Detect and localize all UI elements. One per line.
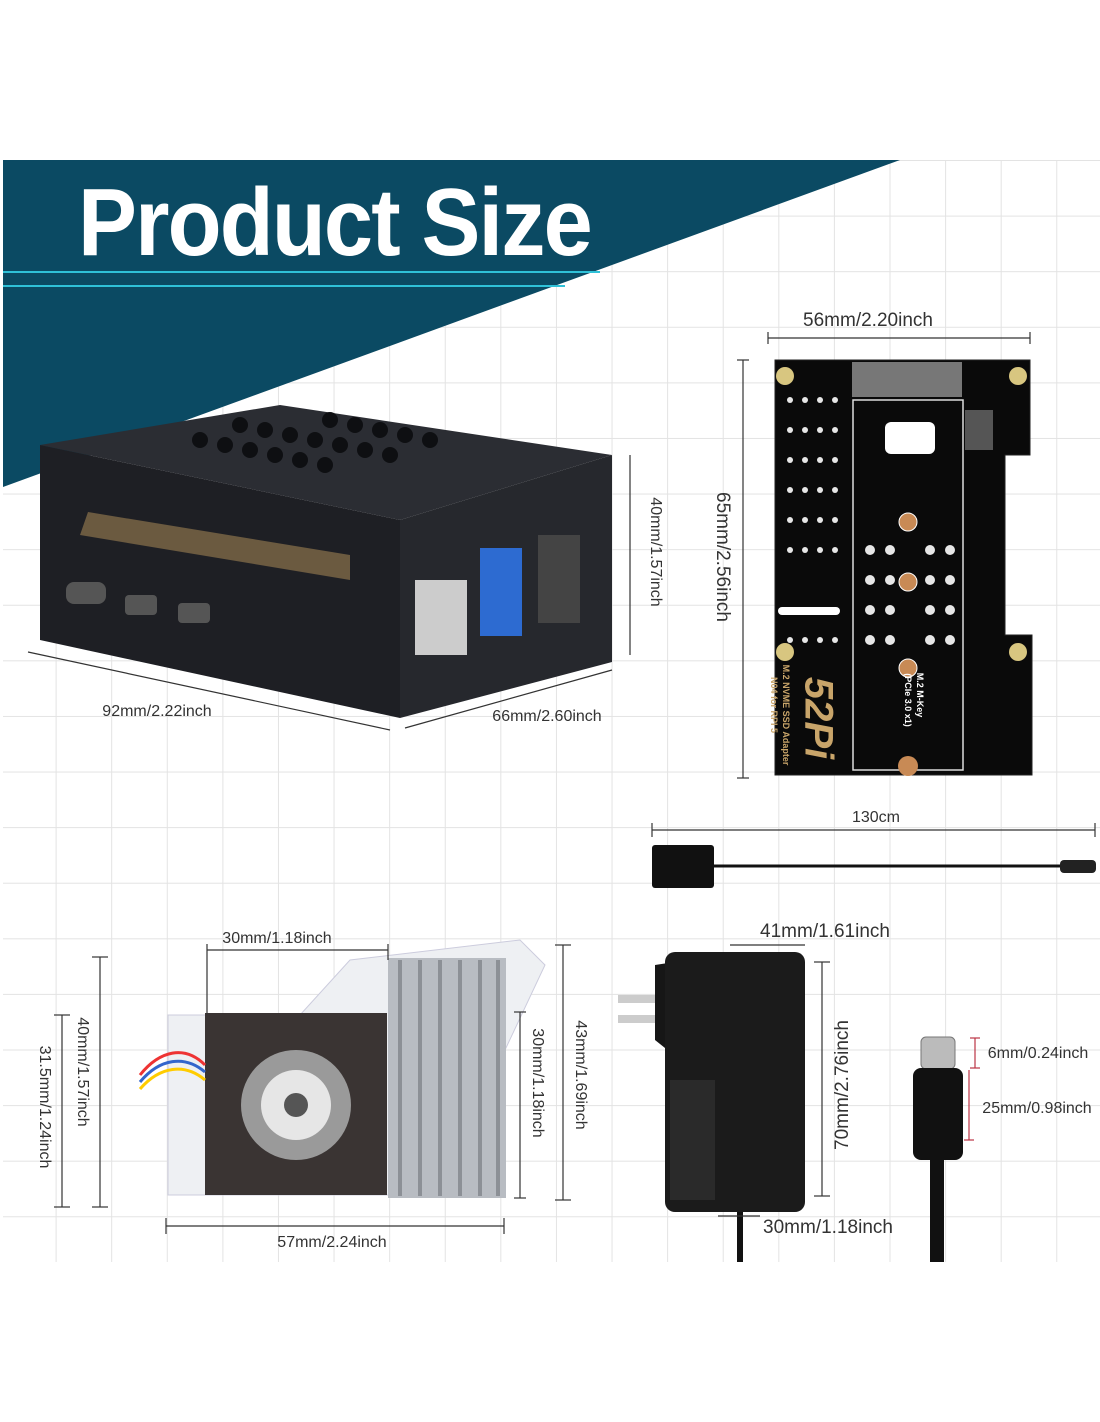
cooler-inner-height-label: 31.5mm/1.24inch — [36, 1045, 53, 1169]
adapter-height-label: 70mm/2.76inch — [832, 1020, 853, 1150]
case-height-label: 40mm/1.57inch — [647, 497, 664, 607]
usbc-body-label: 25mm/0.98inch — [982, 1100, 1092, 1117]
adapter-width-label: 41mm/1.61inch — [760, 921, 890, 942]
fan-width-label: 30mm/1.18inch — [222, 930, 332, 947]
title-banner — [3, 160, 900, 487]
power-adapter — [618, 952, 805, 1262]
heatsink-height-label: 30mm/1.18inch — [529, 1028, 546, 1138]
board-length-label: 65mm/2.56inch — [712, 492, 733, 622]
usb-c-plug — [913, 1036, 963, 1262]
case-width-label: 92mm/2.22inch — [102, 703, 212, 720]
adapter-depth-label: 30mm/1.18inch — [763, 1217, 893, 1238]
slot-sub-label: (PCIe 3.0 x1) — [903, 673, 913, 727]
case-dimension-lines — [27, 455, 631, 731]
board-logo: 52Pi — [796, 676, 841, 760]
ssd-adapter-board — [774, 359, 1033, 776]
board-width-label: 56mm/2.20inch — [803, 310, 933, 331]
slot-label: M.2 M-Key — [915, 672, 925, 718]
metal-case — [40, 405, 612, 718]
case-depth-label: 66mm/2.60inch — [492, 708, 602, 725]
board-text-2: N04 for RPI 5 — [769, 676, 779, 734]
usbc-tip-label: 6mm/0.24inch — [987, 1045, 1089, 1062]
page-title: Product Size — [78, 169, 593, 276]
cooler-outer-height-label: 40mm/1.57inch — [74, 1017, 91, 1127]
board-text-1: M.2 NVME SSD Adapter — [781, 664, 791, 766]
active-cooler — [138, 939, 546, 1198]
usb-cable — [652, 845, 1096, 888]
cable-length-label: 130cm — [851, 809, 901, 826]
cooler-total-height-label: 43mm/1.69inch — [572, 1020, 589, 1130]
cooler-total-width-label: 57mm/2.24inch — [277, 1234, 387, 1251]
